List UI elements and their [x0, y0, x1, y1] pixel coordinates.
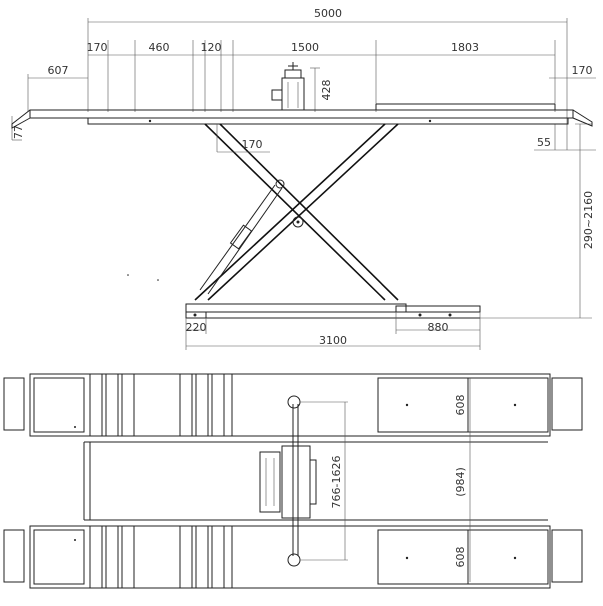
jack-top-view [259, 395, 317, 567]
dim-428-label: 428 [320, 80, 333, 101]
dim-170-right-label: 170 [572, 64, 593, 77]
dimension-170-mid: 170 [216, 124, 270, 153]
dim-5000-label: 5000 [314, 7, 342, 20]
dim-55-label: 55 [537, 136, 551, 149]
base-frame [127, 274, 481, 350]
dim-607-label: 607 [48, 64, 69, 77]
dimension-height: 290~2160 [480, 123, 595, 319]
dim-608-top-label: 608 [454, 395, 467, 416]
dim-77-label: 77 [12, 125, 25, 139]
dimension-77: 77 [11, 116, 25, 141]
dimension-5000: 5000 [87, 7, 568, 150]
dim-height-label: 290~2160 [582, 191, 595, 249]
jack-unit [271, 62, 305, 111]
dim-460-label: 460 [149, 41, 170, 54]
dimension-607: 607 [27, 64, 88, 112]
dimension-170-right: 170 [549, 64, 596, 79]
dim-766-1626-label: 766-1626 [330, 456, 343, 509]
dimension-chain-top: 170 460 120 1500 1803 [87, 40, 556, 112]
scissor-mechanism [194, 123, 399, 301]
top-view: 766-1626 608 (984) 608 [3, 373, 583, 589]
dimension-widths: 608 (984) 608 [454, 378, 471, 582]
dim-120-label: 120 [201, 41, 222, 54]
dim-170-mid-label: 170 [242, 138, 263, 151]
dim-608-bottom-label: 608 [454, 547, 467, 568]
dim-1803-label: 1803 [451, 41, 479, 54]
dim-984-label: (984) [454, 467, 467, 497]
side-view: 5000 170 460 120 1500 1803 607 [11, 7, 596, 350]
dim-220-label: 220 [186, 321, 207, 334]
dimension-bottom: 220 880 3100 [186, 321, 480, 347]
dim-1500-label: 1500 [291, 41, 319, 54]
cross-members [83, 435, 548, 527]
dimension-428: 428 [310, 67, 333, 112]
platform-beam [11, 103, 593, 129]
dim-880-label: 880 [428, 321, 449, 334]
dim-3100-label: 3100 [319, 334, 347, 347]
dimension-766: 766-1626 [300, 401, 348, 561]
dimension-55: 55 [534, 124, 596, 151]
dim-170-left-label: 170 [87, 41, 108, 54]
